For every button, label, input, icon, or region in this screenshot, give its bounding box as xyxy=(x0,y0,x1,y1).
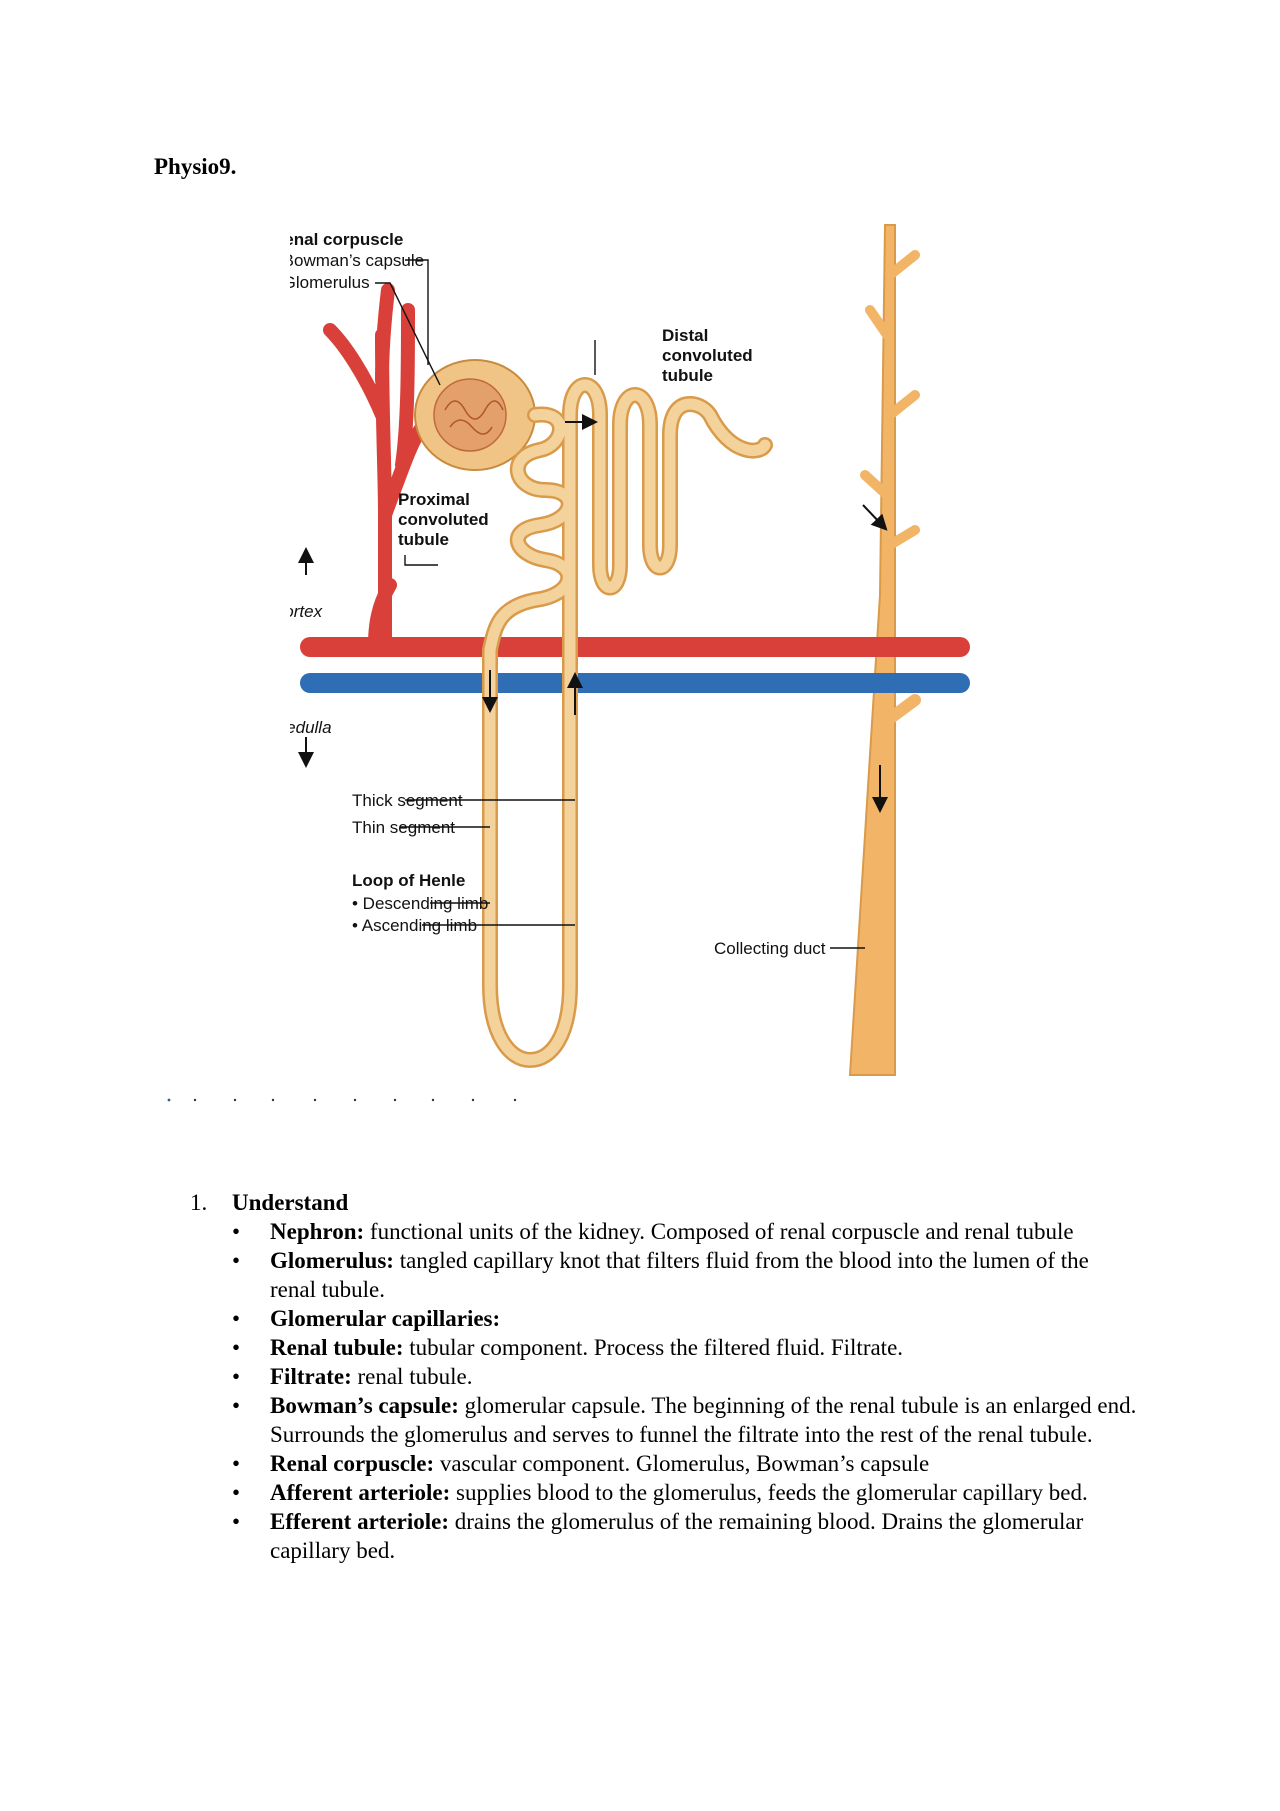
renal-corpuscle-label: Renal corpuscle xyxy=(290,230,403,249)
term-list-item: • Filtrate: renal tubule. xyxy=(232,1362,1140,1391)
term-definition: tubular component. Process the filtered … xyxy=(403,1335,904,1360)
nephron-illustration: Renal corpuscle • Bowman’s capsule • Glo… xyxy=(272,224,970,1076)
section-number: 1. xyxy=(190,1190,208,1215)
collecting-duct-shape xyxy=(848,224,921,1076)
term-definition: vascular component. Glomerulus, Bowman’s… xyxy=(434,1451,930,1476)
term-definition: tangled capillary knot that filters flui… xyxy=(270,1248,1089,1302)
term-name: Nephron: xyxy=(270,1219,365,1244)
renal-corpuscle-shape xyxy=(414,359,536,471)
distal-label-line2: convoluted xyxy=(662,346,753,365)
term-definition: renal tubule. xyxy=(351,1364,473,1389)
term-list-item: • Renal corpuscle: vascular component. Gl… xyxy=(232,1449,1140,1478)
term-list-item: • Renal tubule: tubular component. Proces… xyxy=(232,1333,1140,1362)
ascending-limb-label: • Ascending limb xyxy=(352,916,477,935)
medulla-label: Medulla xyxy=(290,718,332,737)
proximal-label-line3: tubule xyxy=(398,530,449,549)
bullet-icon: • xyxy=(232,1509,241,1534)
term-name: Filtrate: xyxy=(270,1364,352,1389)
stray-marks xyxy=(167,1098,517,1102)
term-name: Renal tubule: xyxy=(270,1335,404,1360)
cortex-label: Cortex xyxy=(290,602,323,621)
flow-arrows xyxy=(298,414,888,813)
proximal-label-line1: Proximal xyxy=(398,490,470,509)
duct-entry-arrow-icon xyxy=(862,504,888,531)
distal-label-line1: Distal xyxy=(662,326,708,345)
distal-label-line3: tubule xyxy=(662,366,713,385)
term-list-item: • Afferent arteriole: supplies blood to t… xyxy=(232,1478,1140,1507)
glomerulus-label: • Glomerulus xyxy=(290,273,370,292)
term-name: Afferent arteriole: xyxy=(270,1480,451,1505)
renal-tubule-shape xyxy=(482,377,773,1069)
bullet-icon: • xyxy=(232,1306,241,1331)
term-list-item: • Glomerulus: tangled capillary knot that… xyxy=(232,1246,1140,1304)
term-list-item: • Nephron: functional units of the kidney… xyxy=(232,1217,1140,1246)
proximal-label-line2: convoluted xyxy=(398,510,489,529)
term-definition: drains the glomerulus of the remaining b… xyxy=(270,1509,1084,1563)
bullet-icon: • xyxy=(232,1364,241,1389)
descending-limb-label: • Descending limb xyxy=(352,894,488,913)
term-definition: supplies blood to the glomerulus, feeds … xyxy=(450,1480,1088,1505)
page-title: Physio9. xyxy=(154,154,237,179)
term-list-item: • Bowman’s capsule: glomerular capsule. T… xyxy=(232,1391,1140,1449)
section-heading: 1. Understand xyxy=(190,1188,1140,1217)
bullet-icon: • xyxy=(232,1248,241,1273)
term-list-item: • Glomerular capillaries: xyxy=(232,1304,1140,1333)
thin-segment-label: Thin segment xyxy=(352,818,455,837)
notes-section: 1. Understand • Nephron: functional units… xyxy=(190,1188,1140,1565)
bullet-icon: • xyxy=(232,1451,241,1476)
bullet-icon: • xyxy=(232,1480,241,1505)
term-definition: functional units of the kidney. Composed… xyxy=(364,1219,1074,1244)
term-name: Glomerular capillaries: xyxy=(270,1306,501,1331)
bowmans-capsule-label: • Bowman’s capsule xyxy=(290,251,424,270)
term-definition: glomerular capsule. The beginning of the… xyxy=(270,1393,1137,1447)
term-name: Renal corpuscle: xyxy=(270,1451,435,1476)
bullet-icon: • xyxy=(232,1219,241,1244)
term-name: Bowman’s capsule: xyxy=(270,1393,459,1418)
bullet-icon: • xyxy=(232,1335,241,1360)
term-name: Efferent arteriole: xyxy=(270,1509,450,1534)
loop-of-henle-label: Loop of Henle xyxy=(352,871,465,890)
section-title: Understand xyxy=(232,1190,349,1215)
bullet-icon: • xyxy=(232,1393,241,1418)
thick-segment-label: Thick segment xyxy=(352,791,463,810)
term-list: • Nephron: functional units of the kidney… xyxy=(190,1217,1140,1565)
nephron-diagram: Renal corpuscle • Bowman’s capsule • Glo… xyxy=(272,215,990,1095)
collecting-duct-label: Collecting duct xyxy=(714,939,826,958)
blood-vessels xyxy=(300,283,970,693)
leader-lines xyxy=(375,259,865,949)
term-name: Glomerulus: xyxy=(270,1248,394,1273)
term-list-item: • Efferent arteriole: drains the glomerul… xyxy=(232,1507,1140,1565)
